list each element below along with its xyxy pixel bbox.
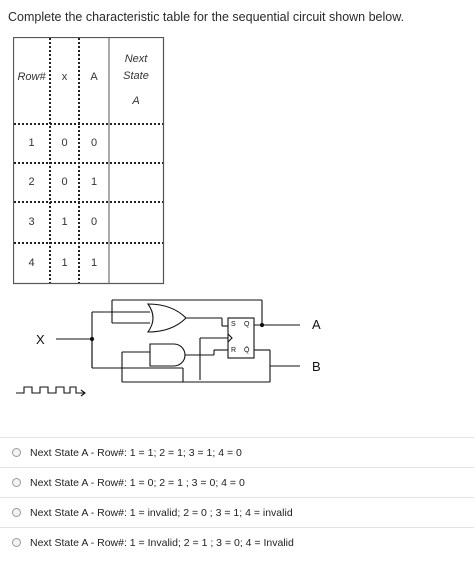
table-cell-x: 1 xyxy=(61,216,68,228)
ff-q-label: Q xyxy=(244,321,250,328)
radio-button[interactable] xyxy=(12,508,21,517)
ff-qbar-label: Q̄ xyxy=(244,347,250,354)
header-next-a: A xyxy=(132,95,140,107)
header-x: x xyxy=(61,71,68,83)
table-cell-a: 0 xyxy=(90,216,98,228)
or-gate xyxy=(146,303,187,333)
question-text: Complete the characteristic table for th… xyxy=(8,10,405,24)
table-cell-row: 2 xyxy=(28,176,35,188)
input-x-label: X xyxy=(36,332,45,347)
and-gate xyxy=(149,343,186,367)
table-cell-row: 3 xyxy=(28,216,35,228)
output-a-label: A xyxy=(312,317,321,332)
table-cell-row: 1 xyxy=(28,137,35,149)
header-row: Row# xyxy=(17,71,46,83)
ff-s-label: S xyxy=(231,321,236,328)
circuit-diagram: X A B S Q R Q̄ xyxy=(0,292,474,412)
answer-option-1[interactable]: Next State A - Row#: 1 = 1; 2 = 1; 3 = 1… xyxy=(0,437,474,467)
characteristic-table: Row# x A Next State A 1 0 0 2 0 1 3 1 0 … xyxy=(13,37,165,285)
answer-option-label: Next State A - Row#: 1 = Invalid; 2 = 1 … xyxy=(30,536,294,549)
answer-option-label: Next State A - Row#: 1 = 0; 2 = 1 ; 3 = … xyxy=(30,476,245,489)
answer-option-3[interactable]: Next State A - Row#: 1 = invalid; 2 = 0 … xyxy=(0,497,474,527)
table-cell-row: 4 xyxy=(28,257,35,269)
table-grid xyxy=(13,37,165,285)
table-cell-a: 0 xyxy=(90,137,98,149)
table-cell-x: 0 xyxy=(61,176,68,188)
answer-options: Next State A - Row#: 1 = 1; 2 = 1; 3 = 1… xyxy=(0,437,474,557)
ff-r-label: R xyxy=(231,347,237,354)
header-a: A xyxy=(90,71,98,83)
table-cell-a: 1 xyxy=(90,257,98,269)
table-cell-a: 1 xyxy=(90,176,98,188)
output-b-label: B xyxy=(312,359,321,374)
answer-option-label: Next State A - Row#: 1 = invalid; 2 = 0 … xyxy=(30,506,293,519)
radio-button[interactable] xyxy=(12,448,21,457)
header-state: State xyxy=(123,70,149,82)
circuit-wiring xyxy=(16,299,300,397)
header-next: Next xyxy=(124,53,148,65)
answer-option-label: Next State A - Row#: 1 = 1; 2 = 1; 3 = 1… xyxy=(30,446,242,459)
answer-option-2[interactable]: Next State A - Row#: 1 = 0; 2 = 1 ; 3 = … xyxy=(0,467,474,497)
table-cell-x: 1 xyxy=(61,257,68,269)
clock-waveform xyxy=(16,386,84,394)
radio-button[interactable] xyxy=(12,478,21,487)
answer-option-4[interactable]: Next State A - Row#: 1 = Invalid; 2 = 1 … xyxy=(0,527,474,557)
table-cell-x: 0 xyxy=(61,137,68,149)
radio-button[interactable] xyxy=(12,538,21,547)
